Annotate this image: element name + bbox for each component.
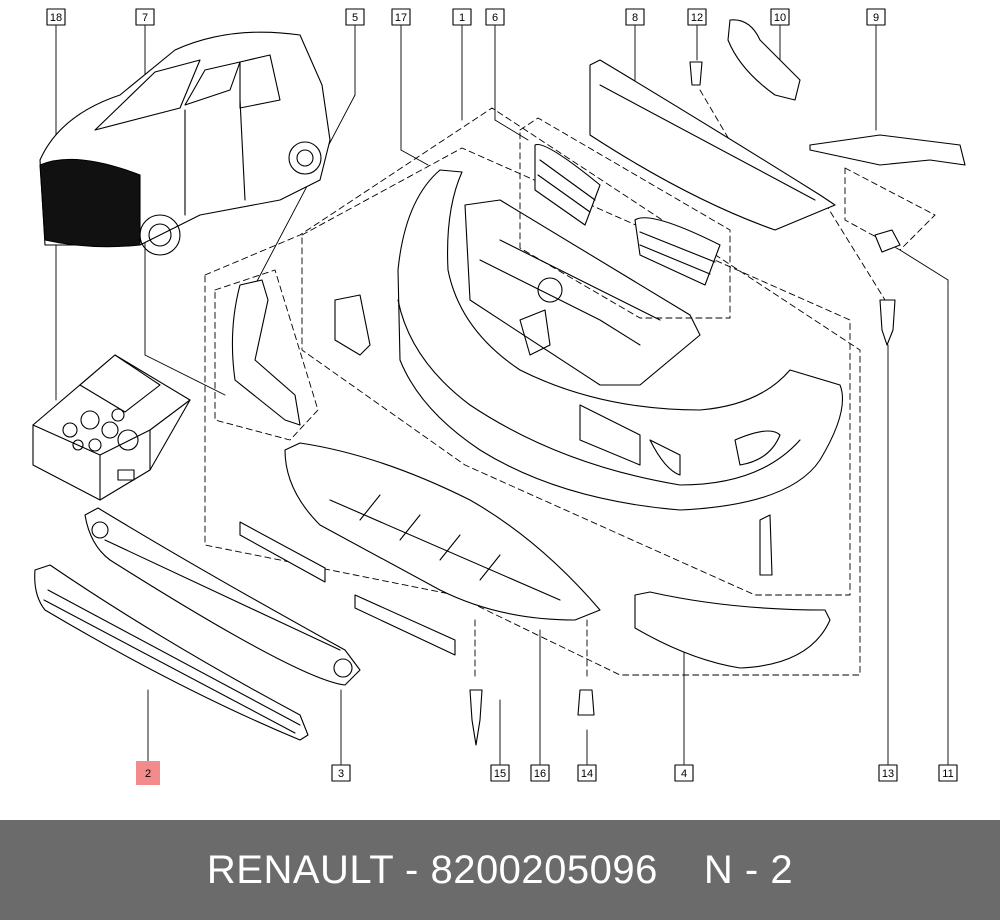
side-brackets [727,19,966,166]
callout-number: 5 [352,12,358,24]
leader-lines [55,25,949,765]
callout-box [331,764,351,782]
callout-box [938,764,958,782]
callout-15: 15 [490,764,510,782]
callout-number: 13 [882,768,894,780]
callout-13: 13 [878,764,898,782]
lower-undertray [284,442,601,621]
callout-number: 3 [338,768,344,780]
callout-number: 17 [395,12,407,24]
callout-box [878,764,898,782]
callout-box [485,8,505,26]
callout-box [136,761,160,785]
callout-number: 6 [492,12,498,24]
callout-17: 17 [391,8,411,26]
callout-18: 18 [46,8,66,26]
callout-box [46,8,66,26]
callout-number: 9 [873,12,879,24]
car-illustration [39,31,331,256]
callout-11: 11 [938,764,958,782]
upper-cross-panel [589,59,836,231]
callout-number: 12 [691,12,703,24]
callout-4: 4 [674,764,694,782]
callout-box [770,8,790,26]
callout-number: 7 [142,12,148,24]
part-number-label: RENAULT - 8200205096 [206,847,658,892]
callout-10: 10 [770,8,790,26]
callout-number: 8 [632,12,638,24]
callout-9: 9 [866,8,886,26]
callout-box [530,764,550,782]
bumper-cover [397,169,843,511]
callout-8: 8 [625,8,645,26]
callout-5: 5 [345,8,365,26]
callout-number: 4 [681,768,687,780]
fastener-kit-box [32,354,191,501]
callout-12: 12 [687,8,707,26]
callout-2: 2 [136,761,160,785]
small-strips [239,521,456,656]
diagram-reference: N - 2 [703,847,794,892]
callout-number: 18 [50,12,62,24]
lower-grilles [34,507,361,741]
callout-box [625,8,645,26]
callout-box [687,8,707,26]
callout-3: 3 [331,764,351,782]
callout-box [391,8,411,26]
callout-6: 6 [485,8,505,26]
callout-box [674,764,694,782]
callout-box [135,8,155,26]
upper-grilles [534,143,721,286]
callout-16: 16 [530,764,550,782]
callout-box [866,8,886,26]
callout-number: 16 [534,768,546,780]
fasteners [469,61,901,746]
callout-number: 1 [459,12,465,24]
callout-number: 15 [494,768,506,780]
callout-1: 1 [452,8,472,26]
callout-number: 2 [145,768,151,780]
callout-7: 7 [135,8,155,26]
front-spoiler [634,591,831,669]
callout-box [577,764,597,782]
callout-number: 14 [581,768,593,780]
callout-number: 10 [774,12,786,24]
callout-number: 11 [942,768,953,780]
callout-box [345,8,365,26]
footer-bar: RENAULT - 8200205096 N - 2 [0,820,1000,920]
callout-14: 14 [577,764,597,782]
callout-box [452,8,472,26]
callout-box [490,764,510,782]
side-guides [231,279,773,576]
